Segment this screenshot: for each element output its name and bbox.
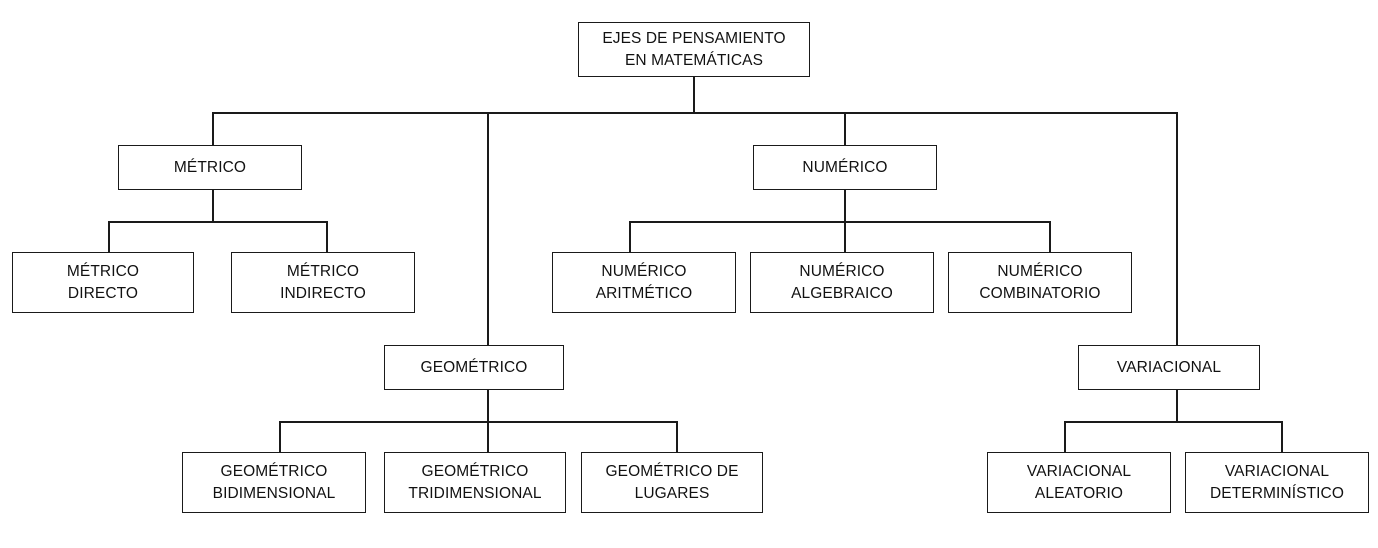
node-numerico-aritmetico-label: NUMÉRICO ARITMÉTICO <box>595 262 693 302</box>
node-numerico-combinatorio-label: NUMÉRICO COMBINATORIO <box>979 262 1101 302</box>
node-geometrico-label: GEOMÉTRICO <box>420 358 528 376</box>
connector-geometrico-bus <box>279 421 677 423</box>
connector-geometrico-tridimensional <box>487 421 489 453</box>
connector-geometrico-stem <box>487 390 489 422</box>
connector-metrico-indirecto <box>326 221 328 253</box>
connector-variacional-stem <box>1176 390 1178 422</box>
node-variacional-deterministico-label: VARIACIONAL DETERMINÍSTICO <box>1209 462 1344 502</box>
node-metrico-directo-label: MÉTRICO DIRECTO <box>66 262 140 302</box>
node-metrico-indirecto-label: MÉTRICO INDIRECTO <box>280 262 366 302</box>
node-metrico[interactable]: MÉTRICO <box>118 145 302 190</box>
node-root-label: EJES DE PENSAMIENTO EN MATEMÁTICAS <box>602 29 786 69</box>
connector-geometrico-lugares <box>676 421 678 453</box>
connector-variacional-bus <box>1064 421 1282 423</box>
connector-drop-numerico <box>844 112 846 146</box>
connector-variacional-deterministico <box>1281 421 1283 453</box>
node-variacional-aleatorio[interactable]: VARIACIONAL ALEATORIO <box>987 452 1171 513</box>
node-numerico-combinatorio[interactable]: NUMÉRICO COMBINATORIO <box>948 252 1132 313</box>
node-metrico-label: MÉTRICO <box>173 158 247 176</box>
node-numerico[interactable]: NUMÉRICO <box>753 145 937 190</box>
node-geometrico-bidimensional[interactable]: GEOMÉTRICO BIDIMENSIONAL <box>182 452 366 513</box>
node-metrico-indirecto[interactable]: MÉTRICO INDIRECTO <box>231 252 415 313</box>
node-root[interactable]: EJES DE PENSAMIENTO EN MATEMÁTICAS <box>578 22 810 77</box>
node-variacional-aleatorio-label: VARIACIONAL ALEATORIO <box>1026 462 1132 502</box>
node-numerico-label: NUMÉRICO <box>802 158 888 176</box>
connector-numerico-stem <box>844 190 846 222</box>
connector-metrico-stem <box>212 190 214 222</box>
connector-numerico-bus <box>629 221 1051 223</box>
node-geometrico[interactable]: GEOMÉTRICO <box>384 345 564 390</box>
connector-drop-geometrico <box>487 112 489 346</box>
node-geometrico-bidimensional-label: GEOMÉTRICO BIDIMENSIONAL <box>212 462 336 502</box>
node-numerico-algebraico-label: NUMÉRICO ALGEBRAICO <box>791 262 893 302</box>
node-geometrico-tridimensional[interactable]: GEOMÉTRICO TRIDIMENSIONAL <box>384 452 566 513</box>
connector-metrico-bus <box>108 221 327 223</box>
connector-root-stem <box>693 77 695 114</box>
connector-numerico-algebraico <box>844 221 846 253</box>
connector-variacional-aleatorio <box>1064 421 1066 453</box>
node-geometrico-tridimensional-label: GEOMÉTRICO TRIDIMENSIONAL <box>408 462 542 502</box>
node-variacional-label: VARIACIONAL <box>1116 358 1222 376</box>
node-variacional-deterministico[interactable]: VARIACIONAL DETERMINÍSTICO <box>1185 452 1369 513</box>
node-numerico-algebraico[interactable]: NUMÉRICO ALGEBRAICO <box>750 252 934 313</box>
node-numerico-aritmetico[interactable]: NUMÉRICO ARITMÉTICO <box>552 252 736 313</box>
connector-numerico-combinatorio <box>1049 221 1051 253</box>
connector-numerico-aritmetico <box>629 221 631 253</box>
node-metrico-directo[interactable]: MÉTRICO DIRECTO <box>12 252 194 313</box>
connector-metrico-directo <box>108 221 110 253</box>
connector-main-bus <box>212 112 1177 114</box>
node-geometrico-lugares-label: GEOMÉTRICO DE LUGARES <box>605 462 739 502</box>
node-variacional[interactable]: VARIACIONAL <box>1078 345 1260 390</box>
connector-drop-variacional <box>1176 112 1178 346</box>
connector-drop-metrico <box>212 112 214 146</box>
connector-geometrico-bidimensional <box>279 421 281 453</box>
node-geometrico-lugares[interactable]: GEOMÉTRICO DE LUGARES <box>581 452 763 513</box>
